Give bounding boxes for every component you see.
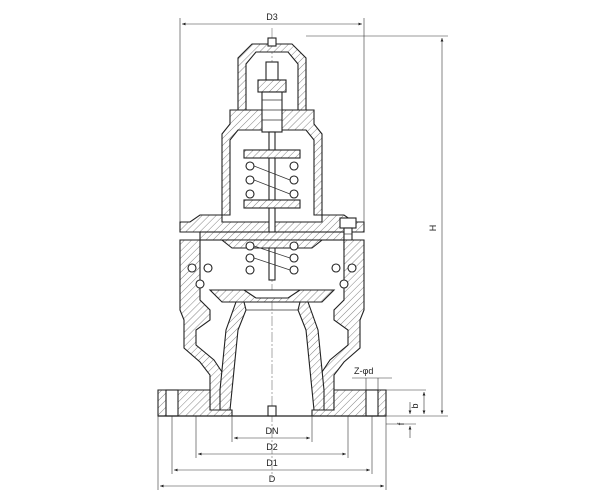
dimension-d1: D1 bbox=[171, 416, 373, 474]
dimension-d2: D2 bbox=[195, 416, 349, 458]
label-dn: DN bbox=[266, 426, 279, 436]
dimension-d3: D3 bbox=[179, 12, 365, 222]
label-z-phi-d: Z-φd bbox=[354, 366, 373, 376]
label-f: f bbox=[396, 422, 406, 425]
label-d: D bbox=[269, 474, 276, 484]
label-d2: D2 bbox=[266, 442, 278, 452]
dimension-z-phi-d: Z-φd bbox=[352, 366, 392, 390]
label-b: b bbox=[410, 403, 420, 408]
label-h: H bbox=[428, 225, 438, 232]
dimension-dn: DN bbox=[231, 416, 313, 442]
dimension-d: D bbox=[157, 416, 387, 490]
guide bbox=[199, 231, 345, 275]
label-d3: D3 bbox=[266, 12, 278, 22]
dimension-h: H bbox=[306, 35, 448, 417]
body bbox=[179, 239, 365, 411]
label-d1: D1 bbox=[266, 458, 278, 468]
upper-spring bbox=[243, 149, 301, 209]
dimension-f: f bbox=[386, 402, 416, 438]
dimension-b: b bbox=[386, 389, 426, 414]
